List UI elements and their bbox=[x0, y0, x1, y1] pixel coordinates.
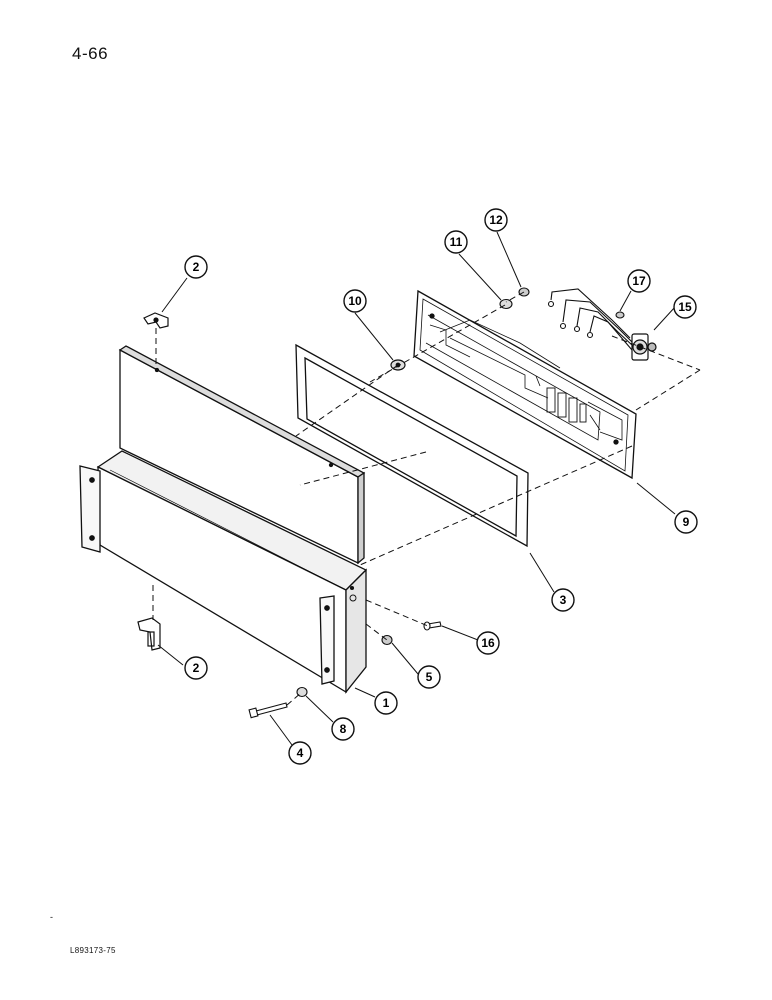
bracket-top bbox=[143, 312, 169, 329]
corner-mark: - bbox=[50, 912, 53, 922]
svg-text:4: 4 bbox=[297, 746, 304, 760]
screw-16 bbox=[423, 621, 442, 631]
svg-text:15: 15 bbox=[678, 300, 692, 314]
svg-text:17: 17 bbox=[632, 274, 646, 288]
back-panel bbox=[413, 289, 637, 480]
bolt-4 bbox=[248, 702, 288, 719]
svg-text:1: 1 bbox=[383, 696, 390, 710]
svg-text:3: 3 bbox=[560, 593, 567, 607]
lower-housing bbox=[79, 450, 368, 694]
callout-16: 16 bbox=[476, 631, 500, 655]
callout-1: 1 bbox=[374, 691, 398, 715]
washer-8 bbox=[296, 686, 308, 698]
svg-text:2: 2 bbox=[193, 260, 200, 274]
callout-15: 15 bbox=[673, 295, 697, 319]
callout-9: 9 bbox=[674, 510, 698, 534]
svg-text:12: 12 bbox=[489, 213, 503, 227]
page-number: 4-66 bbox=[72, 44, 109, 63]
callout-5: 5 bbox=[417, 665, 441, 689]
assembly-lines bbox=[152, 291, 701, 706]
callout-12: 12 bbox=[484, 208, 508, 232]
svg-text:11: 11 bbox=[450, 235, 463, 249]
leader-lines bbox=[157, 231, 676, 746]
svg-text:16: 16 bbox=[481, 636, 495, 650]
figure-code: L893173-75 bbox=[70, 946, 116, 955]
callout-17: 17 bbox=[627, 269, 651, 293]
callout-10: 10 bbox=[343, 289, 367, 313]
callout-11: 11 bbox=[444, 230, 468, 254]
bracket-bottom bbox=[137, 617, 161, 651]
wire-harness bbox=[547, 288, 634, 351]
svg-text:8: 8 bbox=[340, 722, 347, 736]
callout-8: 8 bbox=[331, 717, 355, 741]
callout-2-bottom: 2 bbox=[184, 656, 208, 680]
cover-panel bbox=[118, 345, 366, 565]
callout-4: 4 bbox=[288, 741, 312, 765]
callout-2-top: 2 bbox=[184, 255, 208, 279]
svg-text:5: 5 bbox=[426, 670, 433, 684]
svg-text:10: 10 bbox=[348, 294, 362, 308]
svg-text:9: 9 bbox=[683, 515, 690, 529]
callout-3: 3 bbox=[551, 588, 575, 612]
connector-15 bbox=[631, 333, 657, 361]
svg-text:2: 2 bbox=[193, 661, 200, 675]
